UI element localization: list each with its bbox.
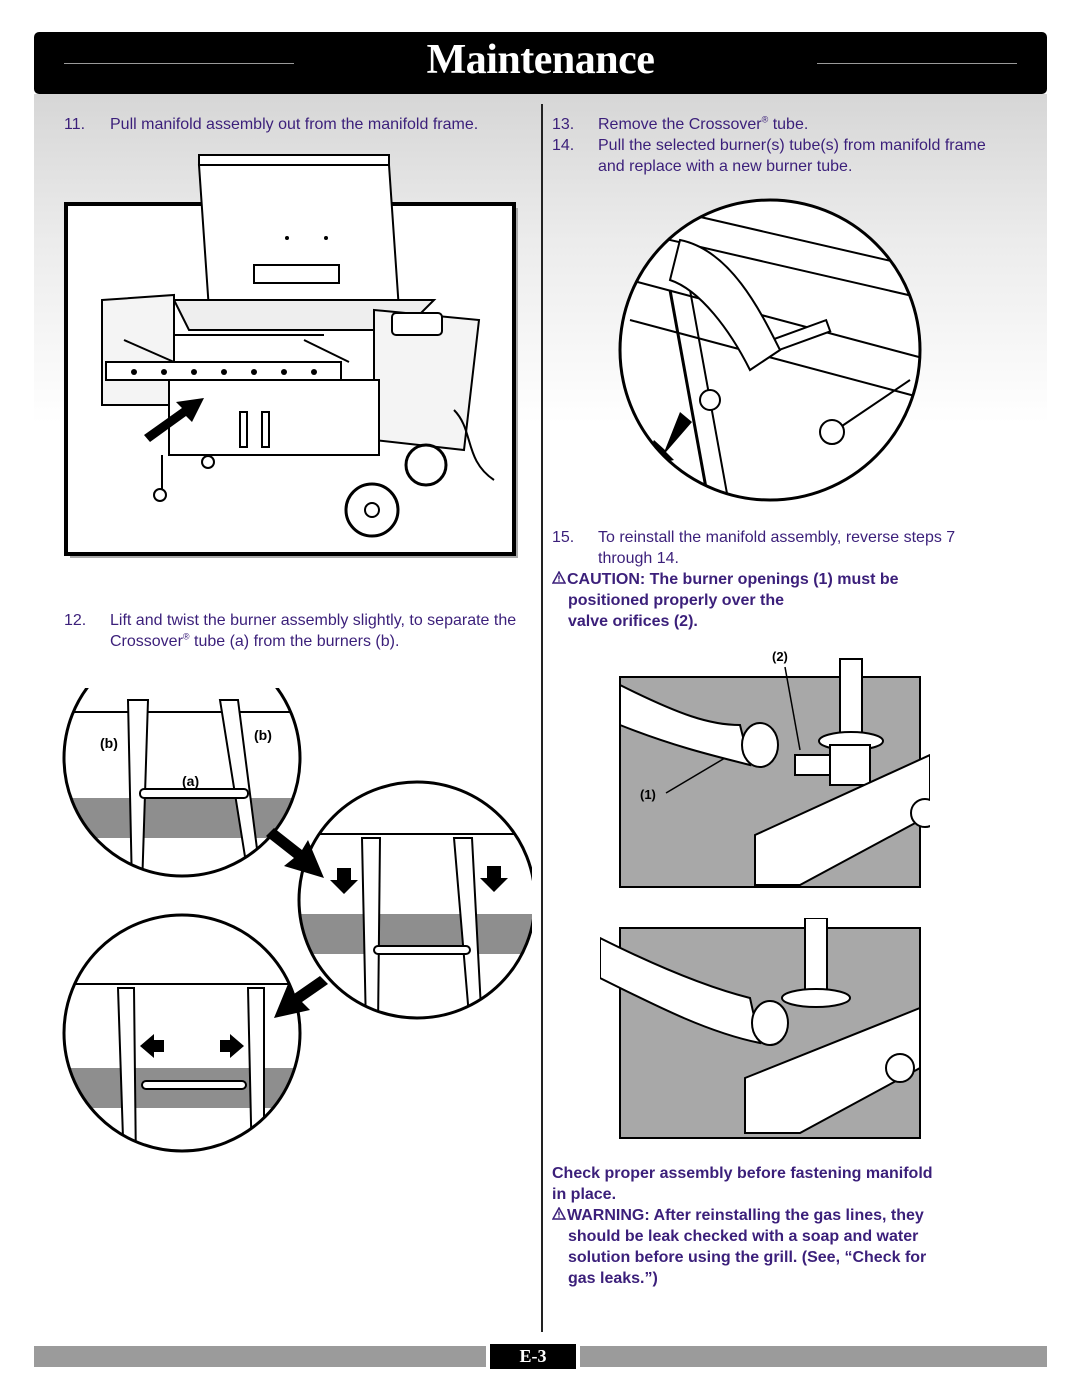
hand xyxy=(668,238,782,372)
step-text: To reinstall the manifold assembly, reve… xyxy=(598,529,956,567)
arrow-icon xyxy=(480,866,508,892)
arrow-icon xyxy=(144,398,204,442)
header-rule-right xyxy=(817,63,1017,64)
burner-replacement-illustration xyxy=(618,198,922,502)
label-b-right: (b) xyxy=(254,727,272,743)
step-text: Lift and twist the burner assembly sligh… xyxy=(110,612,517,650)
page-title: Maintenance xyxy=(426,37,655,83)
grill-cart xyxy=(168,379,380,456)
step-number: 12. xyxy=(64,612,87,629)
step-14: 14. Pull the selected burner(s) tube(s) … xyxy=(552,135,992,177)
valve-orifice-figure-installed xyxy=(600,918,921,1139)
manifold-bar xyxy=(744,1006,921,1134)
label-1: (1) xyxy=(640,787,656,802)
label-a: (a) xyxy=(182,773,199,789)
header-bar: Maintenance xyxy=(34,32,1047,94)
grill-lid xyxy=(197,164,401,311)
step-12: 12. Lift and twist the burner assembly s… xyxy=(64,610,534,652)
step-number: 14. xyxy=(552,137,575,154)
step-text: Remove the Crossover® tube. xyxy=(598,114,809,133)
step-number: 11. xyxy=(64,116,86,133)
detail-circle-3 xyxy=(64,918,300,1151)
step-11: 11. Pull manifold assembly out from the … xyxy=(64,114,534,135)
step-15: 15. To reinstall the manifold assembly, … xyxy=(552,527,992,569)
arrow-icon xyxy=(274,976,328,1018)
crossover-tube-figure: (b) (b) (a) xyxy=(62,688,532,1153)
warning-block: WARNING: After reinstalling the gas line… xyxy=(552,1205,992,1289)
footer-bar-left xyxy=(34,1346,486,1367)
caution-block: CAUTION: The burner openings (1) must be… xyxy=(552,569,992,632)
header-rule-left xyxy=(64,63,294,64)
arrow-icon xyxy=(140,1034,164,1058)
footer-bar-right xyxy=(580,1346,1047,1367)
step-text: Pull manifold assembly out from the mani… xyxy=(110,116,479,133)
warning-triangle-icon xyxy=(552,1207,566,1220)
page-number: E-3 xyxy=(490,1344,576,1369)
burner-tube xyxy=(619,683,752,767)
arrow-icon xyxy=(220,1034,244,1058)
arrow-icon xyxy=(330,868,358,894)
grill-illustration xyxy=(64,154,518,558)
step-text: Pull the selected burner(s) tube(s) from… xyxy=(598,137,986,175)
label-b-left: (b) xyxy=(100,735,118,751)
arrow-icon xyxy=(266,828,324,878)
column-divider xyxy=(541,104,543,1332)
label-2: (2) xyxy=(772,649,788,664)
step-number: 13. xyxy=(552,116,575,133)
step-number: 15. xyxy=(552,529,575,546)
step-13: 13. Remove the Crossover® tube. xyxy=(552,114,992,135)
left-side-table xyxy=(101,293,175,406)
wheel-rear xyxy=(404,443,448,487)
burner-tube xyxy=(600,936,762,1045)
manifold-bar xyxy=(754,753,930,886)
detail-circle-2 xyxy=(299,782,532,1018)
warning-triangle-icon xyxy=(552,571,566,584)
check-block: Check proper assembly before fastening m… xyxy=(552,1165,933,1203)
valve-orifice-figure-separated: (2) (1) xyxy=(619,649,930,888)
